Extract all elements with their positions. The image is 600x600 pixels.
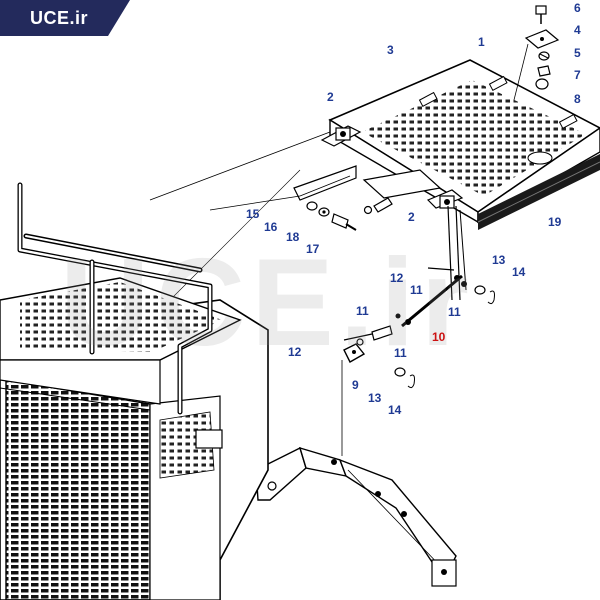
callout-12: 12: [390, 271, 404, 285]
brand-logo-text: UCE.ir: [30, 8, 89, 28]
mounting-hardware: [306, 197, 393, 231]
callout-7: 7: [574, 68, 581, 82]
callout-2: 2: [327, 90, 334, 104]
callout-16: 16: [264, 220, 278, 234]
callout-17: 17: [306, 242, 320, 256]
callout-3: 3: [387, 43, 394, 57]
handrail: [17, 182, 213, 415]
latch-hardware: [513, 5, 560, 101]
hinge: [320, 125, 464, 209]
callout-19: 19: [548, 215, 562, 229]
callout-12: 12: [288, 345, 302, 359]
callout-13: 13: [368, 391, 382, 405]
callout-15: 15: [246, 207, 260, 221]
lower-bracket: [343, 285, 495, 389]
lower-arm-assembly: [255, 360, 457, 587]
callout-11: 11: [448, 305, 461, 319]
side-bracket: [293, 165, 442, 201]
top-cover-panel: [328, 59, 600, 224]
machine-body: [0, 277, 269, 600]
callout-11: 11: [356, 304, 369, 318]
callout-14: 14: [512, 265, 526, 279]
callout-14: 14: [388, 403, 402, 417]
callout-13: 13: [492, 253, 506, 267]
reference-lines: [149, 131, 331, 301]
callout-4: 4: [574, 23, 581, 37]
callout-8: 8: [574, 92, 581, 106]
seal-strip: [477, 154, 600, 230]
stay-rod-assembly: [343, 267, 467, 346]
callout-18: 18: [286, 230, 300, 244]
callout-11: 11: [394, 346, 407, 360]
callout-2: 2: [408, 210, 415, 224]
callout-6: 6: [574, 1, 581, 15]
callout-1: 1: [478, 35, 485, 49]
callout-5: 5: [574, 46, 581, 60]
callout-9: 9: [352, 378, 359, 392]
callout-11: 11: [410, 283, 423, 297]
callout-10: 10: [432, 330, 446, 344]
brand-badge: [0, 0, 130, 36]
